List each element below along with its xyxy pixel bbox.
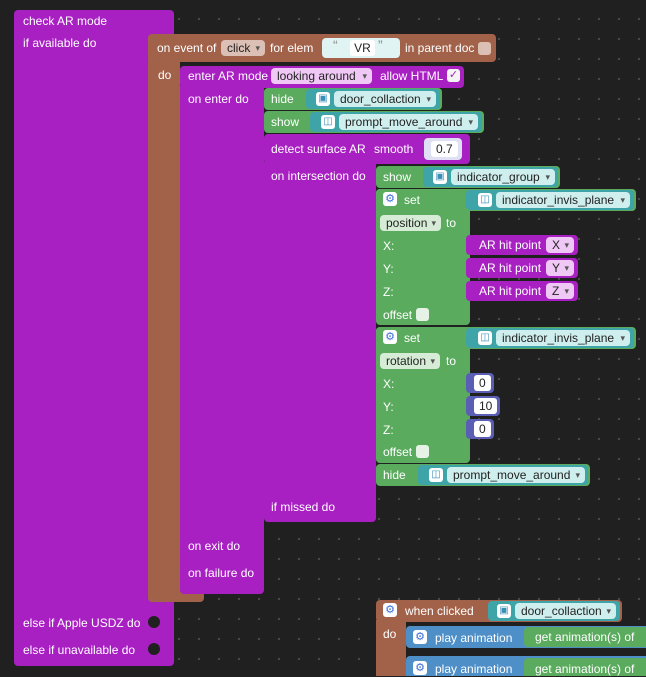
cube-icon: ◫ [478,331,492,345]
hide-door-label: hide [271,92,294,106]
gear-icon[interactable]: ⚙ [383,603,397,617]
rotation-to-label: to [446,354,457,368]
else-apple-slot [148,616,160,628]
allow-html-checkbox[interactable]: ✓ [447,69,460,82]
rotation-offset-label: offset [383,445,413,459]
when-clicked-title: when clicked [405,604,474,618]
set-position-label: set [404,193,421,207]
gear-icon[interactable]: ⚙ [383,192,397,206]
in-parent-doc-label: in parent doc [405,41,475,55]
show-prompt-label: show [271,115,300,129]
enter-ar-body [180,86,264,594]
on-failure-label: on failure do [188,566,255,580]
for-elem-label: for elem [270,41,314,55]
prompt-object-dropdown[interactable]: prompt_move_around [339,114,478,130]
position-property-dropdown[interactable]: position [380,215,441,231]
smooth-label: smooth [374,142,414,156]
hide-prompt-label: hide [383,468,406,482]
on-failure-slot [264,566,276,578]
else-unavailable-slot [148,643,160,655]
else-apple-usdz-label: else if Apple USDZ do [23,616,141,630]
on-exit-slot [264,539,276,551]
detect-surface-body [264,162,376,522]
elem-value[interactable]: VR [350,40,375,56]
event-do-label: do [158,68,172,82]
cube-icon: ◫ [321,115,335,129]
get-animation-label-2: get animation(s) of [535,662,635,676]
rotation-z-label: Z: [383,423,394,437]
position-z-label: Z: [383,285,394,299]
ar-hit-y-dropdown[interactable]: Y [546,260,574,276]
clicked-object-dropdown[interactable]: door_collaction [515,603,616,619]
check-ar-block[interactable] [14,10,174,666]
group-icon: ▣ [497,604,511,618]
gear-icon[interactable]: ⚙ [383,330,397,344]
position-y-label: Y: [383,262,394,276]
rotation-x-label: X: [383,377,395,391]
ar-hit-z-label: AR hit point [479,284,542,298]
in-parent-doc-checkbox[interactable] [478,42,491,55]
allow-html-label: allow HTML [380,69,444,83]
rotation-property-dropdown[interactable]: rotation [380,353,440,369]
show-indicator-label: show [383,170,412,184]
plane-object-dropdown[interactable]: indicator_invis_plane [496,192,630,208]
group-icon: ▣ [316,92,330,106]
elem-close-quote: ” [378,37,383,53]
on-intersection-label: on intersection do [271,169,366,183]
get-animation-block-1[interactable] [524,627,646,647]
if-available-label: if available do [23,36,97,50]
if-missed-label: if missed do [271,500,336,514]
gear-icon[interactable]: ⚙ [413,661,427,675]
when-clicked-do-label: do [383,627,397,641]
on-enter-label: on enter do [188,92,249,106]
set-rotation-block[interactable] [376,327,470,463]
rotation-y-label: Y: [383,400,394,414]
rotation-y-value[interactable]: 10 [474,398,498,414]
ar-hit-x-label: AR hit point [479,238,542,252]
position-to-label: to [446,216,457,230]
elem-open-quote: “ [333,37,338,53]
rotation-z-value[interactable]: 0 [474,421,491,437]
position-offset-checkbox[interactable] [416,308,429,321]
prompt-object-dropdown[interactable]: prompt_move_around [447,467,585,483]
if-missed-slot [376,500,388,512]
indicator-group-dropdown[interactable]: indicator_group [451,169,555,185]
check-ar-title: check AR mode [23,14,108,28]
plane-object-dropdown[interactable]: indicator_invis_plane [496,330,630,346]
set-position-block[interactable] [376,189,470,325]
smooth-value-field[interactable]: 0.7 [431,141,458,157]
position-x-label: X: [383,239,395,253]
cube-icon: ◫ [429,468,443,482]
play-animation-label-1: play animation [435,631,513,645]
rotation-x-value[interactable]: 0 [474,375,491,391]
ar-hit-z-dropdown[interactable]: Z [546,283,574,299]
enter-ar-title: enter AR mode [188,69,269,83]
cube-icon: ◫ [478,193,492,207]
ar-hit-x-dropdown[interactable]: X [546,237,574,253]
else-unavailable-label: else if unavailable do [23,643,136,657]
rotation-offset-checkbox[interactable] [416,445,429,458]
ar-hit-y-label: AR hit point [479,261,542,275]
position-offset-label: offset [383,308,413,322]
get-animation-label-1: get animation(s) of [535,630,635,644]
door-object-dropdown[interactable]: door_collaction [334,91,436,107]
group-icon: ▣ [433,170,447,184]
on-event-label: on event of [157,41,217,55]
event-type-dropdown[interactable]: click [221,40,265,56]
set-rotation-label: set [404,331,421,345]
ar-mode-dropdown[interactable]: looking around [271,68,372,84]
on-exit-label: on exit do [188,539,241,553]
gear-icon[interactable]: ⚙ [413,630,427,644]
play-animation-label-2: play animation [435,662,513,676]
on-event-body [148,60,180,600]
detect-surface-title: detect surface AR [271,142,366,156]
get-animation-block-2[interactable] [524,658,646,676]
when-clicked-body [376,620,406,676]
